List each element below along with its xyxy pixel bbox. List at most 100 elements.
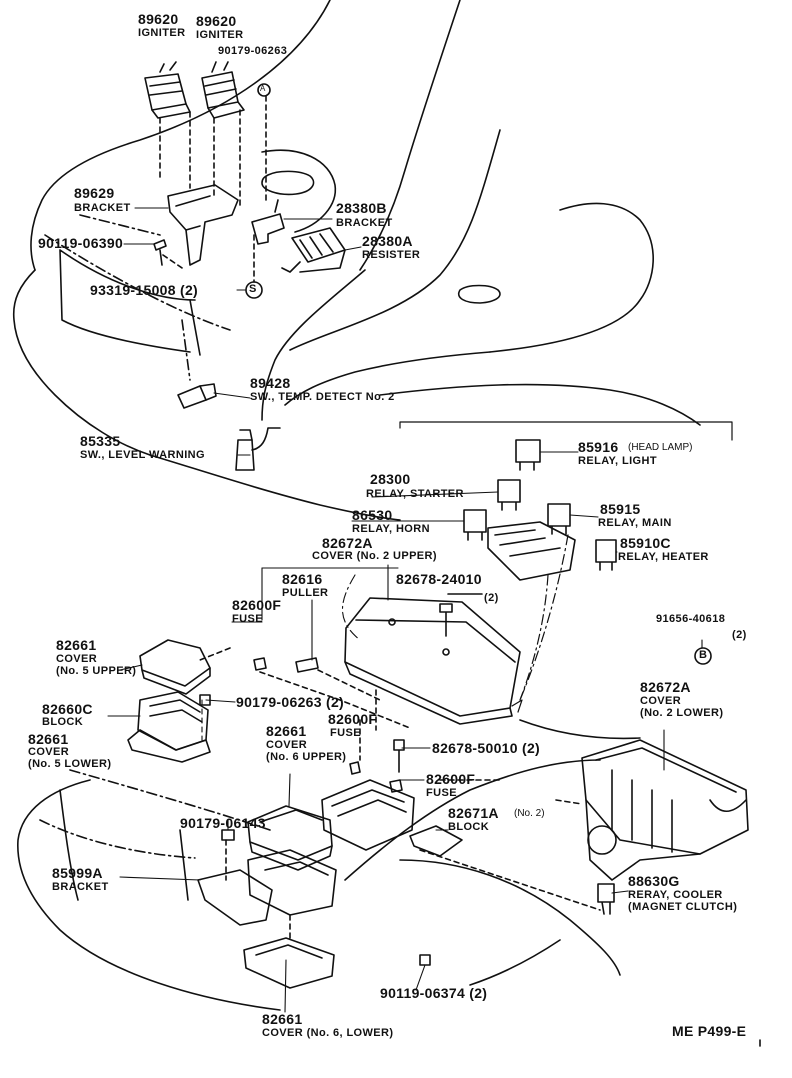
label-82600f-upper-number: 82600F <box>232 597 282 613</box>
label-85910c-name: RELAY, HEATER <box>618 551 709 563</box>
label-82661-no6-lower-name: COVER (No. 6, LOWER) <box>262 1027 394 1039</box>
bracket-85999a <box>197 849 337 926</box>
label-85999a-number: 85999A <box>52 865 103 881</box>
marker-b-circle <box>694 647 712 665</box>
relay-leaders <box>351 451 618 553</box>
label-90179-06143: 90179-06143 <box>180 815 266 831</box>
marker-a-letter: A <box>260 84 266 93</box>
bolt-82678-50010 <box>393 739 405 773</box>
fuse-small <box>253 657 319 673</box>
label-82672a-lower-number: 82672A <box>640 679 691 695</box>
label-89428-name: SW., TEMP. DETECT No. 2 <box>250 391 395 403</box>
label-85999a-name: BRACKET <box>52 881 109 893</box>
fuse-block-82671a <box>321 779 463 857</box>
label-82661-no5-upper-number: 82661 <box>56 637 97 653</box>
leader-lines-top <box>123 207 362 456</box>
switch-85335 <box>235 427 281 471</box>
label-28380b-number: 28380B <box>336 200 387 216</box>
label-82600f-lower-number: 82600F <box>426 771 476 787</box>
label-82671a-number: 82671A <box>448 805 499 821</box>
label-82661-no5-lower-number: 82661 <box>28 731 69 747</box>
label-86530-name: RELAY, HORN <box>352 523 430 535</box>
dashed-leaders-top <box>159 95 267 283</box>
label-82616-name: PULLER <box>282 587 329 599</box>
label-82660c-name: BLOCK <box>42 716 84 728</box>
label-89629-number: 89629 <box>74 185 115 201</box>
bracket-28380b <box>251 199 285 245</box>
label-89620-right-name: IGNITER <box>196 29 244 41</box>
cover-82672a-upper <box>344 597 521 725</box>
label-28380a-name: RESISTER <box>362 249 421 261</box>
label-82661-no6-upper-number: 82661 <box>266 723 307 739</box>
label-85916-name: RELAY, LIGHT <box>578 455 657 467</box>
label-82672a-upper-number: 82672A <box>322 535 373 551</box>
label-82661-no6-upper-name2: (No. 6 UPPER) <box>266 751 347 763</box>
label-85916-qualifier: (HEAD LAMP) <box>628 442 693 453</box>
label-28380a-number: 28380A <box>362 233 413 249</box>
label-90119-06374: 90119-06374 (2) <box>380 985 488 1001</box>
label-93319-15008: 93319-15008 (2) <box>90 282 199 298</box>
label-85915-number: 85915 <box>600 501 641 517</box>
cover-82672a-lower <box>581 739 749 881</box>
cover-leaders <box>231 564 399 661</box>
label-82660c-number: 82660C <box>42 701 93 717</box>
label-89629-name: BRACKET <box>74 202 131 214</box>
label-28300-number: 28300 <box>370 471 411 487</box>
label-82661-no6-upper-name: COVER <box>266 739 308 751</box>
label-82600f-upper-name: FUSE <box>232 613 263 625</box>
label-82600f-mid-number: 82600F <box>328 711 378 727</box>
label-28380b-name: BRACKET <box>336 217 393 229</box>
relay-group-bracket <box>399 421 733 713</box>
sensor-89428 <box>177 383 217 409</box>
bolt-82678-24010 <box>439 593 483 637</box>
cover-82661-no5-upper <box>139 639 211 695</box>
cover-82661-no6-upper <box>247 805 333 871</box>
label-82678-24010-qty: (2) <box>484 592 499 604</box>
label-82661-no6-lower-number: 82661 <box>262 1011 303 1027</box>
label-82671a-name: BLOCK <box>448 821 490 833</box>
label-82616-number: 82616 <box>282 571 323 587</box>
label-85335-name: SW., LEVEL WARNING <box>80 449 205 461</box>
label-88630g-name: RERAY, COOLER <box>628 889 723 901</box>
resister-28380a <box>281 227 346 273</box>
marker-s-letter: S <box>249 283 257 295</box>
label-82661-no5-lower-name2: (No. 5 LOWER) <box>28 758 112 770</box>
label-85910c-number: 85910C <box>620 535 671 551</box>
label-82661-no5-lower-name: COVER <box>28 746 70 758</box>
lower-leaders <box>119 639 703 1013</box>
label-90179-06263-2: 90179-06263 (2) <box>236 694 345 710</box>
label-28300-name: RELAY, STARTER <box>366 488 464 500</box>
dashed-lower <box>225 689 601 941</box>
label-82672a-lower-name2: (No. 2 LOWER) <box>640 707 724 719</box>
label-89620-right-number: 89620 <box>196 13 237 29</box>
label-85335-number: 85335 <box>80 433 121 449</box>
label-82671a-qualifier: (No. 2) <box>514 808 545 819</box>
label-85916-number: 85916 <box>578 439 619 455</box>
label-88630g-number: 88630G <box>628 873 680 889</box>
label-82600f-lower-name: FUSE <box>426 787 457 799</box>
bolt-90119-06390 <box>153 239 167 266</box>
label-89620-left-name: IGNITER <box>138 27 186 39</box>
label-89428-number: 89428 <box>250 375 291 391</box>
label-82600f-mid-name: FUSE <box>330 727 361 739</box>
cover-82661-no6-lower <box>243 937 335 989</box>
label-88630g-name2: (MAGNET CLUTCH) <box>628 901 738 913</box>
igniter-left <box>144 61 191 119</box>
block-leaders <box>107 664 236 741</box>
label-82672a-upper-name: COVER (No. 2 UPPER) <box>312 550 437 562</box>
relays <box>463 439 617 581</box>
label-82678-24010: 82678-24010 <box>396 571 482 587</box>
marker-b-letter: B <box>699 649 708 661</box>
label-89620-left-number: 89620 <box>138 11 179 27</box>
label-86530-number: 86530 <box>352 507 393 523</box>
label-85915-name: RELAY, MAIN <box>598 517 672 529</box>
relay-88630g <box>555 799 615 915</box>
marker-a-circle <box>257 83 271 97</box>
car-body-upper <box>12 0 701 521</box>
igniter-right <box>201 61 245 119</box>
label-82661-no5-upper-name: COVER <box>56 653 98 665</box>
label-82661-no5-upper-name2: (No. 5 UPPER) <box>56 665 137 677</box>
fuse-and-bolts-lower <box>199 694 431 966</box>
